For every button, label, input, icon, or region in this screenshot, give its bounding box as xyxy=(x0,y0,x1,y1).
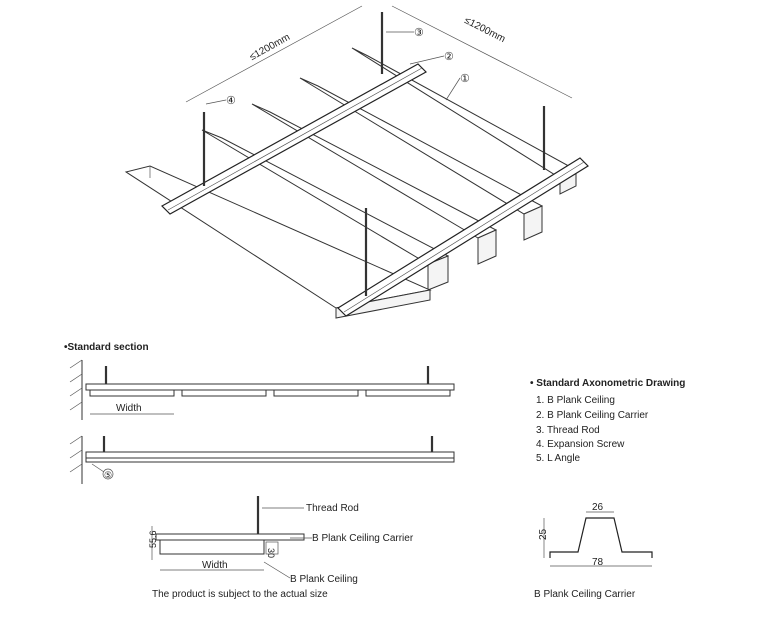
callout-1-leader xyxy=(445,77,461,101)
l-angle-leader xyxy=(91,463,105,473)
detail-section: Thread Rod B Plank Ceiling Carrier 55.6 … xyxy=(148,496,414,600)
section-heading: •Standard section xyxy=(64,342,149,353)
wall-hatch xyxy=(69,359,83,369)
detail-dim-height: 55.6 xyxy=(148,530,158,548)
wall-hatch xyxy=(69,449,83,459)
wall-hatch xyxy=(69,387,83,397)
carrier-back-slot-line xyxy=(167,67,423,211)
callout-3: ③ xyxy=(414,27,424,39)
profile-dim-top: 26 xyxy=(592,502,604,513)
legend-item-5: 5. L Angle xyxy=(536,453,581,464)
section-plank-3 xyxy=(273,389,359,397)
plank-1 xyxy=(351,47,578,179)
section-plank-2 xyxy=(181,389,267,397)
section-carrier-top xyxy=(85,383,455,391)
callouts: ③ ② ① ④ xyxy=(205,27,470,107)
legend-item-3: 3. Thread Rod xyxy=(536,425,600,436)
callout-2: ② xyxy=(444,51,454,63)
dim-line-right xyxy=(391,5,573,99)
carrier-profile: 26 25 78 B Plank Ceiling Carrier xyxy=(534,502,653,600)
plank-2-end xyxy=(523,205,543,241)
ceiling-leader xyxy=(263,561,291,579)
wall-hatch xyxy=(69,435,83,445)
carrier-front-slot-line xyxy=(343,161,585,313)
detail-width-label: Width xyxy=(202,560,228,571)
callout-1: ① xyxy=(460,73,470,85)
ceiling-planks xyxy=(124,47,578,319)
section-width-label: Width xyxy=(116,403,142,414)
legend: • Standard Axonometric Drawing 1. B Plan… xyxy=(530,378,685,464)
plank-3-end xyxy=(477,229,497,265)
plank-5-end xyxy=(335,289,431,319)
detail-clip xyxy=(265,541,279,555)
thread-rods xyxy=(202,12,546,296)
dim-line-left xyxy=(185,5,363,103)
profile-dim-height: 25 xyxy=(538,528,549,540)
section-carrier-bottom xyxy=(85,451,455,459)
standard-section: •Standard section Width ⑤ xyxy=(64,342,455,484)
ceiling-carriers xyxy=(161,63,589,317)
carrier-label: B Plank Ceiling Carrier xyxy=(312,533,414,544)
l-angle-callout-circle xyxy=(102,468,114,480)
section-plank-4 xyxy=(365,389,451,397)
detail-carrier xyxy=(155,533,305,541)
thread-rod-label: Thread Rod xyxy=(306,503,359,514)
legend-heading: • Standard Axonometric Drawing xyxy=(530,378,685,389)
detail-plank xyxy=(159,539,265,555)
section-plank-long xyxy=(85,457,455,463)
profile-caption: B Plank Ceiling Carrier xyxy=(534,589,636,600)
profile-dim-bottom: 78 xyxy=(592,557,604,568)
section-plank-1 xyxy=(89,389,175,397)
callout-2-leader xyxy=(409,55,445,65)
legend-item-4: 4. Expansion Screw xyxy=(536,439,625,450)
callout-5: ⑤ xyxy=(104,470,112,480)
ceiling-label: B Plank Ceiling xyxy=(290,574,358,585)
axonometric-view: ≤1200mm ≤1200mm ③ ② ① ④ xyxy=(124,5,589,319)
size-note: The product is subject to the actual siz… xyxy=(152,589,328,600)
wall-hatch xyxy=(69,401,83,411)
wall-hatch xyxy=(69,463,83,473)
dim-right-label: ≤1200mm xyxy=(462,15,507,45)
wall-hatch xyxy=(69,373,83,383)
legend-item-1: 1. B Plank Ceiling xyxy=(536,395,615,406)
profile-shape xyxy=(549,517,653,558)
callout-4: ④ xyxy=(226,95,236,107)
detail-dim-small: 30 xyxy=(266,548,276,558)
callout-4-leader xyxy=(205,99,227,105)
legend-item-2: 2. B Plank Ceiling Carrier xyxy=(536,410,649,421)
plank-4-end xyxy=(427,255,449,291)
